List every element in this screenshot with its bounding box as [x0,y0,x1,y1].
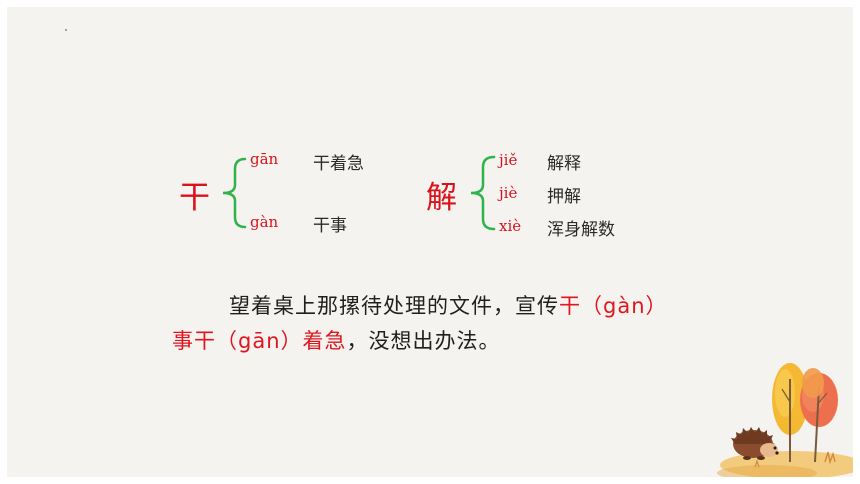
sentence-text: ，没想出办法。 [346,329,501,353]
sentence-line-1: 望着桌上那摞待处理的文件，宣传干（gàn） [229,290,668,320]
meaning-row: 押解 [547,182,581,207]
ground-patch [717,465,817,477]
tree-icon [772,363,808,462]
tree-icon [802,368,824,398]
reading-row: jiě [499,150,517,169]
meaning-row: 干事 [313,211,347,236]
pinyin: jiè [499,184,518,202]
brackets [222,155,496,231]
meaning: 干事 [313,216,347,236]
meaning: 浑身解数 [547,220,615,240]
grass-icon [754,459,760,468]
meaning: 押解 [547,187,581,207]
pinyin: jiě [499,151,518,169]
autumn-illustration [717,363,853,477]
polyphone-char-jie: 解 [426,180,457,216]
reading-row: jiè [499,183,517,202]
meaning-row: 浑身解数 [547,215,615,240]
pinyin: gàn [250,213,279,231]
pinyin: xiè [499,217,522,235]
decorative-dot [65,29,67,31]
meaning: 解释 [547,154,581,174]
grass-icon [824,451,836,465]
sentence-line-2: 事干（gān）着急，没想出办法。 [172,325,501,355]
sentence-highlight: 事干（gān）着急 [172,329,347,353]
left-bracket [222,157,247,229]
sentence-text: 望着桌上那摞待处理的文件，宣传 [229,294,559,318]
sentence-highlight: 干（gàn） [559,294,668,318]
hedgehog-icon [731,427,779,460]
reading-row: gān [250,149,278,168]
reading-row: gàn [250,212,278,231]
right-bracket [470,155,496,231]
polyphone-char-gan: 干 [179,180,210,216]
reading-row: xiè [499,216,521,235]
meaning-row: 解释 [547,149,581,174]
meaning: 干着急 [313,154,364,174]
pinyin: gān [250,150,279,168]
meaning-row: 干着急 [313,149,364,174]
